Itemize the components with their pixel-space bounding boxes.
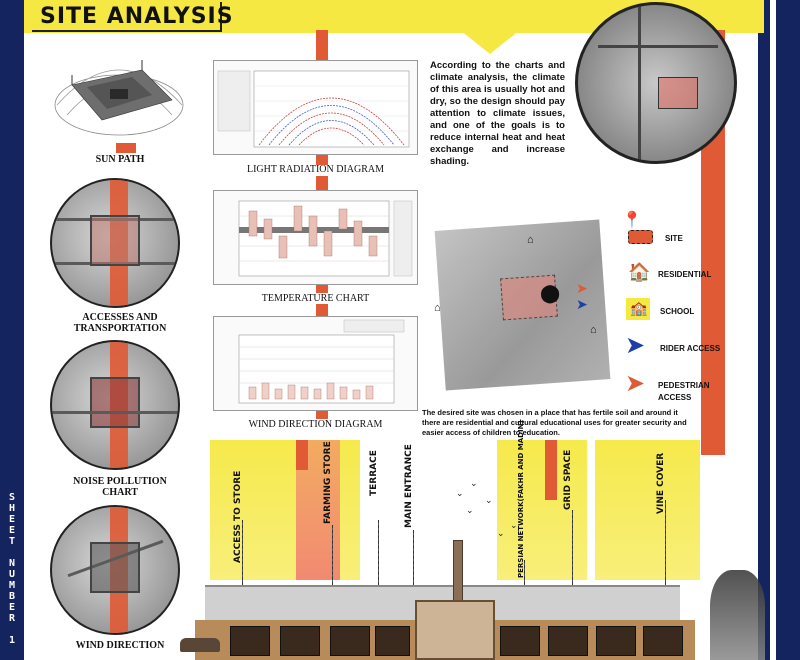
dashed-line: [378, 520, 379, 590]
noise-map-circle: [50, 340, 180, 470]
shop-opening: [280, 626, 320, 656]
rider-legend-arrow-icon: ➤: [625, 332, 646, 359]
shop-opening: [548, 626, 588, 656]
terrace-label: TERRACE: [369, 450, 379, 496]
house-icon: ⌂: [527, 234, 534, 246]
wind-label: WIND DIRECTION: [75, 640, 165, 651]
dashed-line: [332, 525, 333, 590]
chart-tab: [316, 411, 328, 419]
yellow-arrow-shaft: [445, 8, 510, 28]
sun-path-label: SUN PATH: [95, 154, 145, 165]
site-plot: [89, 542, 141, 593]
right-white-stripe: [770, 0, 776, 660]
wind-direction-chart: [213, 316, 418, 411]
dashed-line: [524, 560, 525, 590]
accesses-map-circle: [50, 178, 180, 308]
aerial-map-circle: [575, 2, 737, 164]
pink-zone: [296, 440, 308, 470]
bird-icon: ⌄: [497, 528, 505, 538]
dashed-line: [413, 530, 414, 590]
dashed-line: [665, 500, 666, 590]
chart-tab: [316, 30, 328, 60]
light-chart-title: LIGHT RADIATION DIAGRAM: [246, 164, 385, 175]
house-icon: ⌂: [434, 302, 441, 314]
grid-space-label: GRID SPACE: [563, 449, 573, 510]
site-plot: [89, 215, 141, 266]
bird-icon: ⌄: [510, 520, 518, 530]
bird-icon: ⌄: [470, 478, 478, 488]
temperature-plot: [238, 200, 413, 277]
school-legend-icon: 🏫: [630, 300, 648, 316]
bird-icon: ⌄: [466, 505, 474, 515]
site-legend-pin-icon: 📍: [622, 212, 642, 229]
label-accent: [116, 143, 136, 153]
temperature-chart: [213, 190, 418, 285]
chart-tab: [316, 176, 328, 190]
yellow-zone: [595, 440, 700, 580]
house-icon: ⌂: [590, 324, 597, 336]
school-legend-swatch: [626, 298, 650, 320]
pink-zone: [545, 440, 557, 500]
yellow-zone: [497, 440, 587, 580]
persian-network-label: PERSIAN NETWORK(FAKHR AND MADIN): [517, 420, 525, 578]
main-entrance-arch: [415, 600, 495, 660]
wind-direction-plot: [238, 319, 405, 404]
street: [638, 5, 641, 161]
people-silhouette: [710, 570, 765, 660]
legend-pedestrian-label: PEDESTRIAN ACCESS: [658, 381, 710, 402]
street: [598, 45, 718, 48]
title-box: [32, 2, 222, 32]
residential-legend-house-icon: 🏠: [628, 262, 651, 282]
blue-arrow-icon: ➤: [576, 296, 588, 312]
dashed-line: [572, 510, 573, 590]
page-title: SITE ANALYSIS: [40, 4, 234, 29]
shop-opening: [375, 626, 410, 656]
map-pin-icon: ⬤: [540, 283, 561, 303]
street: [52, 411, 178, 415]
accesses-label: ACCESSES AND TRANSPORTATION: [73, 312, 167, 334]
climate-paragraph: According to the charts and climate anal…: [430, 60, 565, 167]
pedestrian-legend-arrow-icon: ➤: [625, 370, 646, 397]
shop-opening: [596, 626, 636, 656]
site-legend-swatch: [628, 230, 653, 244]
orange-arrow-icon: ➤: [576, 280, 588, 296]
yellow-arrow-head-icon: [460, 30, 520, 54]
sun-path-diagram: [54, 60, 184, 136]
legend-site-label: SITE: [665, 234, 683, 243]
noise-label: NOISE POLLUTION CHART: [73, 476, 167, 498]
legend-rider-label: RIDER ACCESS: [660, 344, 721, 353]
temperature-chart-title: TEMPERATURE CHART: [261, 293, 370, 304]
bird-icon: ⌄: [456, 488, 464, 498]
dashed-line: [242, 520, 243, 590]
bird-icon: ⌄: [485, 495, 493, 505]
shop-opening: [330, 626, 370, 656]
chart-tab: [316, 285, 328, 293]
shop-opening: [500, 626, 540, 656]
main-entrance-label: MAIN ENTRANCE: [404, 444, 414, 528]
left-navy-band: [0, 0, 24, 660]
wind-map-circle: [50, 505, 180, 635]
light-radiation-plot: [217, 70, 410, 148]
light-radiation-chart: [213, 60, 418, 155]
site-plot: [658, 77, 698, 109]
site-plot: [89, 377, 141, 428]
access-store-label: ACCESS TO STORE: [233, 470, 243, 563]
car-icon: [180, 638, 220, 652]
legend-school-label: SCHOOL: [660, 307, 695, 316]
chart-tab: [316, 155, 328, 165]
legend-residential-label: RESIDENTIAL: [658, 270, 712, 279]
farming-store-label: FARMING STORE: [323, 441, 333, 524]
wind-chart-title: WIND DIRECTION DIAGRAM: [248, 419, 383, 430]
shop-opening: [230, 626, 270, 656]
shop-opening: [643, 626, 683, 656]
right-navy-band: [758, 0, 800, 660]
chart-tab: [316, 304, 328, 316]
vine-cover-label: VINE COVER: [656, 452, 666, 514]
site-paragraph: The desired site was chosen in a place t…: [422, 408, 687, 437]
